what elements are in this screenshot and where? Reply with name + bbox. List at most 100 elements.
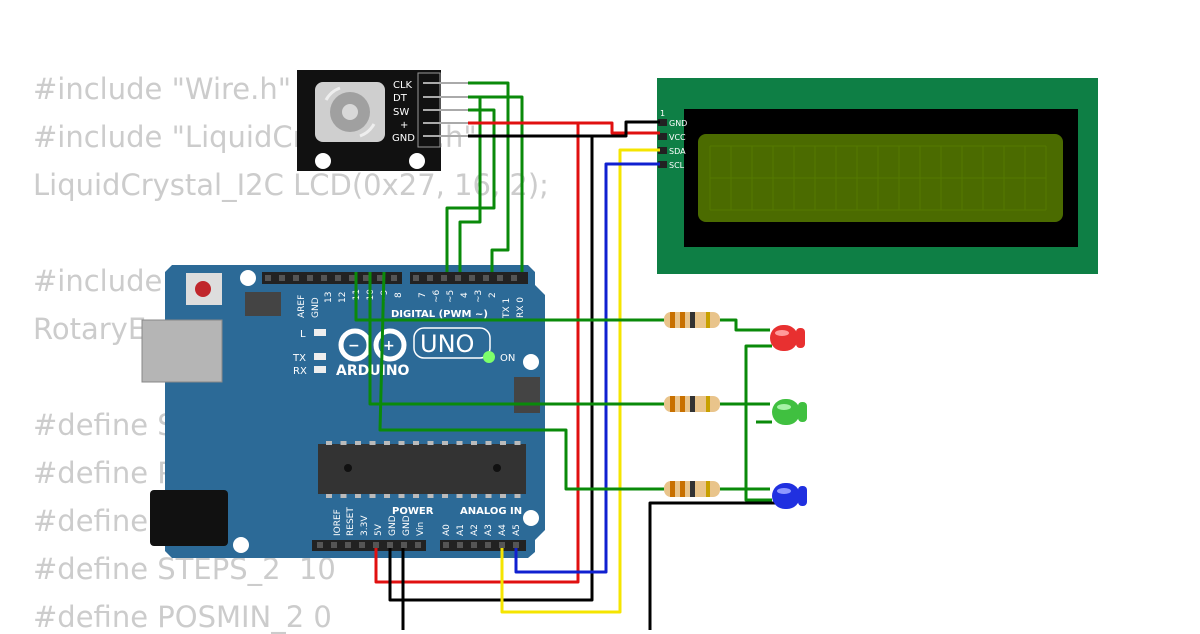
- header-socket[interactable]: [413, 275, 419, 281]
- pin-label-gnd1: GND: [388, 515, 398, 536]
- pin-label-3v3: 3.3V: [360, 515, 370, 536]
- chip-leg: [326, 441, 332, 445]
- arduino-uno-board[interactable]: AREF GND 13 12 ~11 ~10 ~9 8 7 ~6 ~5 4 ~3…: [141, 265, 545, 558]
- led-red[interactable]: [770, 325, 805, 351]
- pin-label-13: 13: [324, 292, 334, 303]
- header-socket[interactable]: [293, 275, 299, 281]
- resistor-3[interactable]: [640, 481, 735, 497]
- led-blue[interactable]: [772, 483, 807, 509]
- header-socket[interactable]: [443, 542, 449, 548]
- header-socket[interactable]: [307, 275, 313, 281]
- chip-leg: [514, 494, 521, 498]
- board-model: UNO: [420, 330, 474, 358]
- header-socket[interactable]: [349, 275, 355, 281]
- power-led-label: ON: [500, 353, 515, 364]
- rotate-arrow-icon: [324, 86, 341, 101]
- power-header: [312, 540, 426, 551]
- chip-leg: [326, 494, 332, 498]
- chip-leg: [427, 441, 434, 445]
- header-socket[interactable]: [485, 542, 491, 548]
- encoder-pin-labels: CLK DT SW + GND: [392, 80, 415, 144]
- header-socket[interactable]: [513, 542, 519, 548]
- header-socket[interactable]: [321, 275, 327, 281]
- lcd-module[interactable]: 1 GND VCC SDA SCL: [657, 78, 1098, 274]
- led-label-l: L: [300, 329, 306, 340]
- chip-leg: [413, 441, 419, 445]
- encoder-pin-vcc: +: [400, 120, 408, 131]
- rotary-encoder[interactable]: CLK DT SW + GND: [297, 70, 468, 171]
- chip-leg: [369, 441, 376, 445]
- header-socket[interactable]: [497, 275, 503, 281]
- code-line: #define POSMIN_2 0: [33, 600, 332, 634]
- chip-leg: [485, 441, 492, 445]
- header-socket[interactable]: [377, 275, 383, 281]
- header-socket[interactable]: [483, 275, 489, 281]
- wire-led-red: [354, 272, 664, 322]
- pin-label-aref: AREF: [297, 295, 307, 318]
- encoder-pin-clk: CLK: [393, 80, 413, 91]
- resistor-2[interactable]: [640, 396, 735, 412]
- chip-leg: [471, 441, 477, 445]
- header-socket[interactable]: [363, 275, 369, 281]
- pin-label-a0: A0: [442, 524, 452, 536]
- header-socket[interactable]: [427, 275, 433, 281]
- lcd-pin-scl: SCL: [669, 161, 685, 170]
- wire-sw: [445, 108, 496, 272]
- wire-led-gnd: [648, 501, 780, 630]
- mounting-hole: [240, 270, 256, 286]
- pin-label-5: ~5: [446, 290, 456, 303]
- chip-leg: [355, 494, 361, 498]
- led-rx: [314, 366, 326, 373]
- header-socket[interactable]: [469, 275, 475, 281]
- pin-label-5v: 5V: [374, 523, 384, 536]
- header-socket[interactable]: [499, 542, 505, 548]
- led-green[interactable]: [772, 399, 807, 425]
- header-socket[interactable]: [391, 275, 397, 281]
- header-socket[interactable]: [345, 542, 351, 548]
- header-socket[interactable]: [331, 542, 337, 548]
- header-socket[interactable]: [265, 275, 271, 281]
- header-socket[interactable]: [471, 542, 477, 548]
- chip-leg: [500, 494, 506, 498]
- pin-label-reset: RESET: [346, 507, 356, 536]
- header-socket[interactable]: [359, 542, 365, 548]
- icsp-header: [245, 292, 540, 413]
- board-brand: ARDUINO: [336, 363, 410, 379]
- pin-label-gnd2: GND: [402, 515, 412, 536]
- bottom-pin-sockets[interactable]: [317, 542, 519, 548]
- chip-leg: [340, 441, 347, 445]
- header-socket[interactable]: [373, 542, 379, 548]
- chip-leg: [471, 494, 477, 498]
- wire-sda: [500, 148, 660, 614]
- chip-leg: [427, 494, 434, 498]
- chip-leg: [500, 441, 506, 445]
- atmega-chip: [318, 444, 526, 494]
- mounting-hole: [523, 354, 539, 370]
- header-socket[interactable]: [455, 275, 461, 281]
- pin-label-gnd: GND: [311, 297, 321, 318]
- header-socket[interactable]: [279, 275, 285, 281]
- header-socket[interactable]: [457, 542, 463, 548]
- pin-label-ioref: IOREF: [333, 509, 343, 536]
- logo-minus: −: [348, 338, 360, 354]
- header-socket[interactable]: [511, 275, 517, 281]
- lcd-pin-sda: SDA: [669, 147, 686, 156]
- mounting-hole: [409, 153, 425, 169]
- wire-sw2: [458, 95, 482, 272]
- header-socket[interactable]: [401, 542, 407, 548]
- wire-gnd: [388, 134, 594, 602]
- analog-pin-labels: A0 A1 A2 A3 A4 A5: [442, 524, 522, 536]
- power-section-label: POWER: [392, 506, 434, 517]
- chip-leg: [456, 494, 463, 498]
- reset-button-cap[interactable]: [195, 281, 211, 297]
- chip-leg: [456, 441, 463, 445]
- wire-r1-led: [720, 318, 770, 332]
- header-socket[interactable]: [387, 542, 393, 548]
- header-socket[interactable]: [415, 542, 421, 548]
- header-socket[interactable]: [335, 275, 341, 281]
- led-tx: [314, 353, 326, 360]
- header-socket[interactable]: [317, 542, 323, 548]
- encoder-pin-sw: SW: [393, 107, 409, 118]
- header-socket[interactable]: [441, 275, 447, 281]
- digital-pin-sockets[interactable]: [265, 275, 517, 281]
